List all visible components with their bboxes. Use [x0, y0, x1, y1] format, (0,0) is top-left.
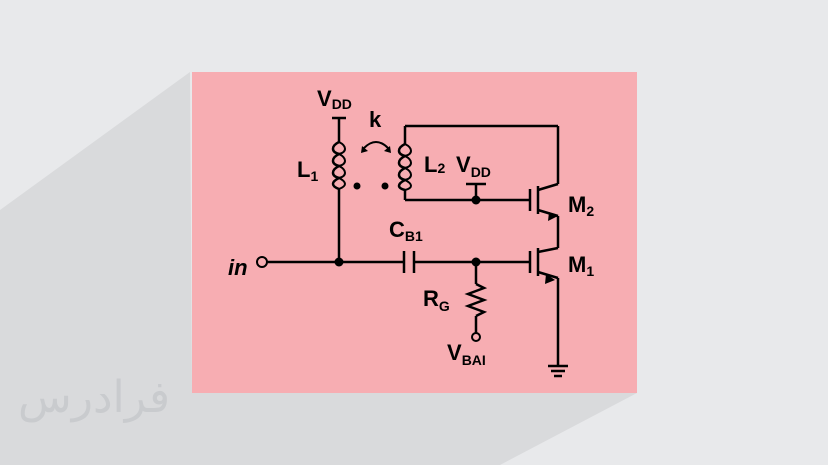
circuit-diagram: VDD k L1 L2 VDD M2 CB1 in M1 RG VBAI [228, 86, 594, 378]
input-terminal [256, 256, 268, 268]
label-l1: L1 [297, 157, 318, 184]
label-in: in [228, 255, 248, 280]
label-m1: M1 [568, 252, 594, 279]
label-l2: L2 [424, 152, 445, 177]
resistor-rg [464, 282, 488, 318]
label-vbai: VBAI [447, 340, 486, 368]
watermark-logo: فرادرس [18, 372, 171, 423]
label-vdd-top: VDD [317, 86, 352, 112]
label-k: k [369, 107, 382, 132]
coupling-arrow [363, 141, 389, 149]
inductor-l2 [397, 142, 409, 192]
circuit-panel: VDD k L1 L2 VDD M2 CB1 in M1 RG VBAI [192, 72, 637, 393]
label-m2: M2 [568, 192, 594, 219]
label-cb1: CB1 [389, 217, 423, 244]
vbai-terminal [471, 332, 481, 342]
label-vdd-mid: VDD [456, 152, 491, 180]
label-rg: RG [423, 286, 450, 314]
